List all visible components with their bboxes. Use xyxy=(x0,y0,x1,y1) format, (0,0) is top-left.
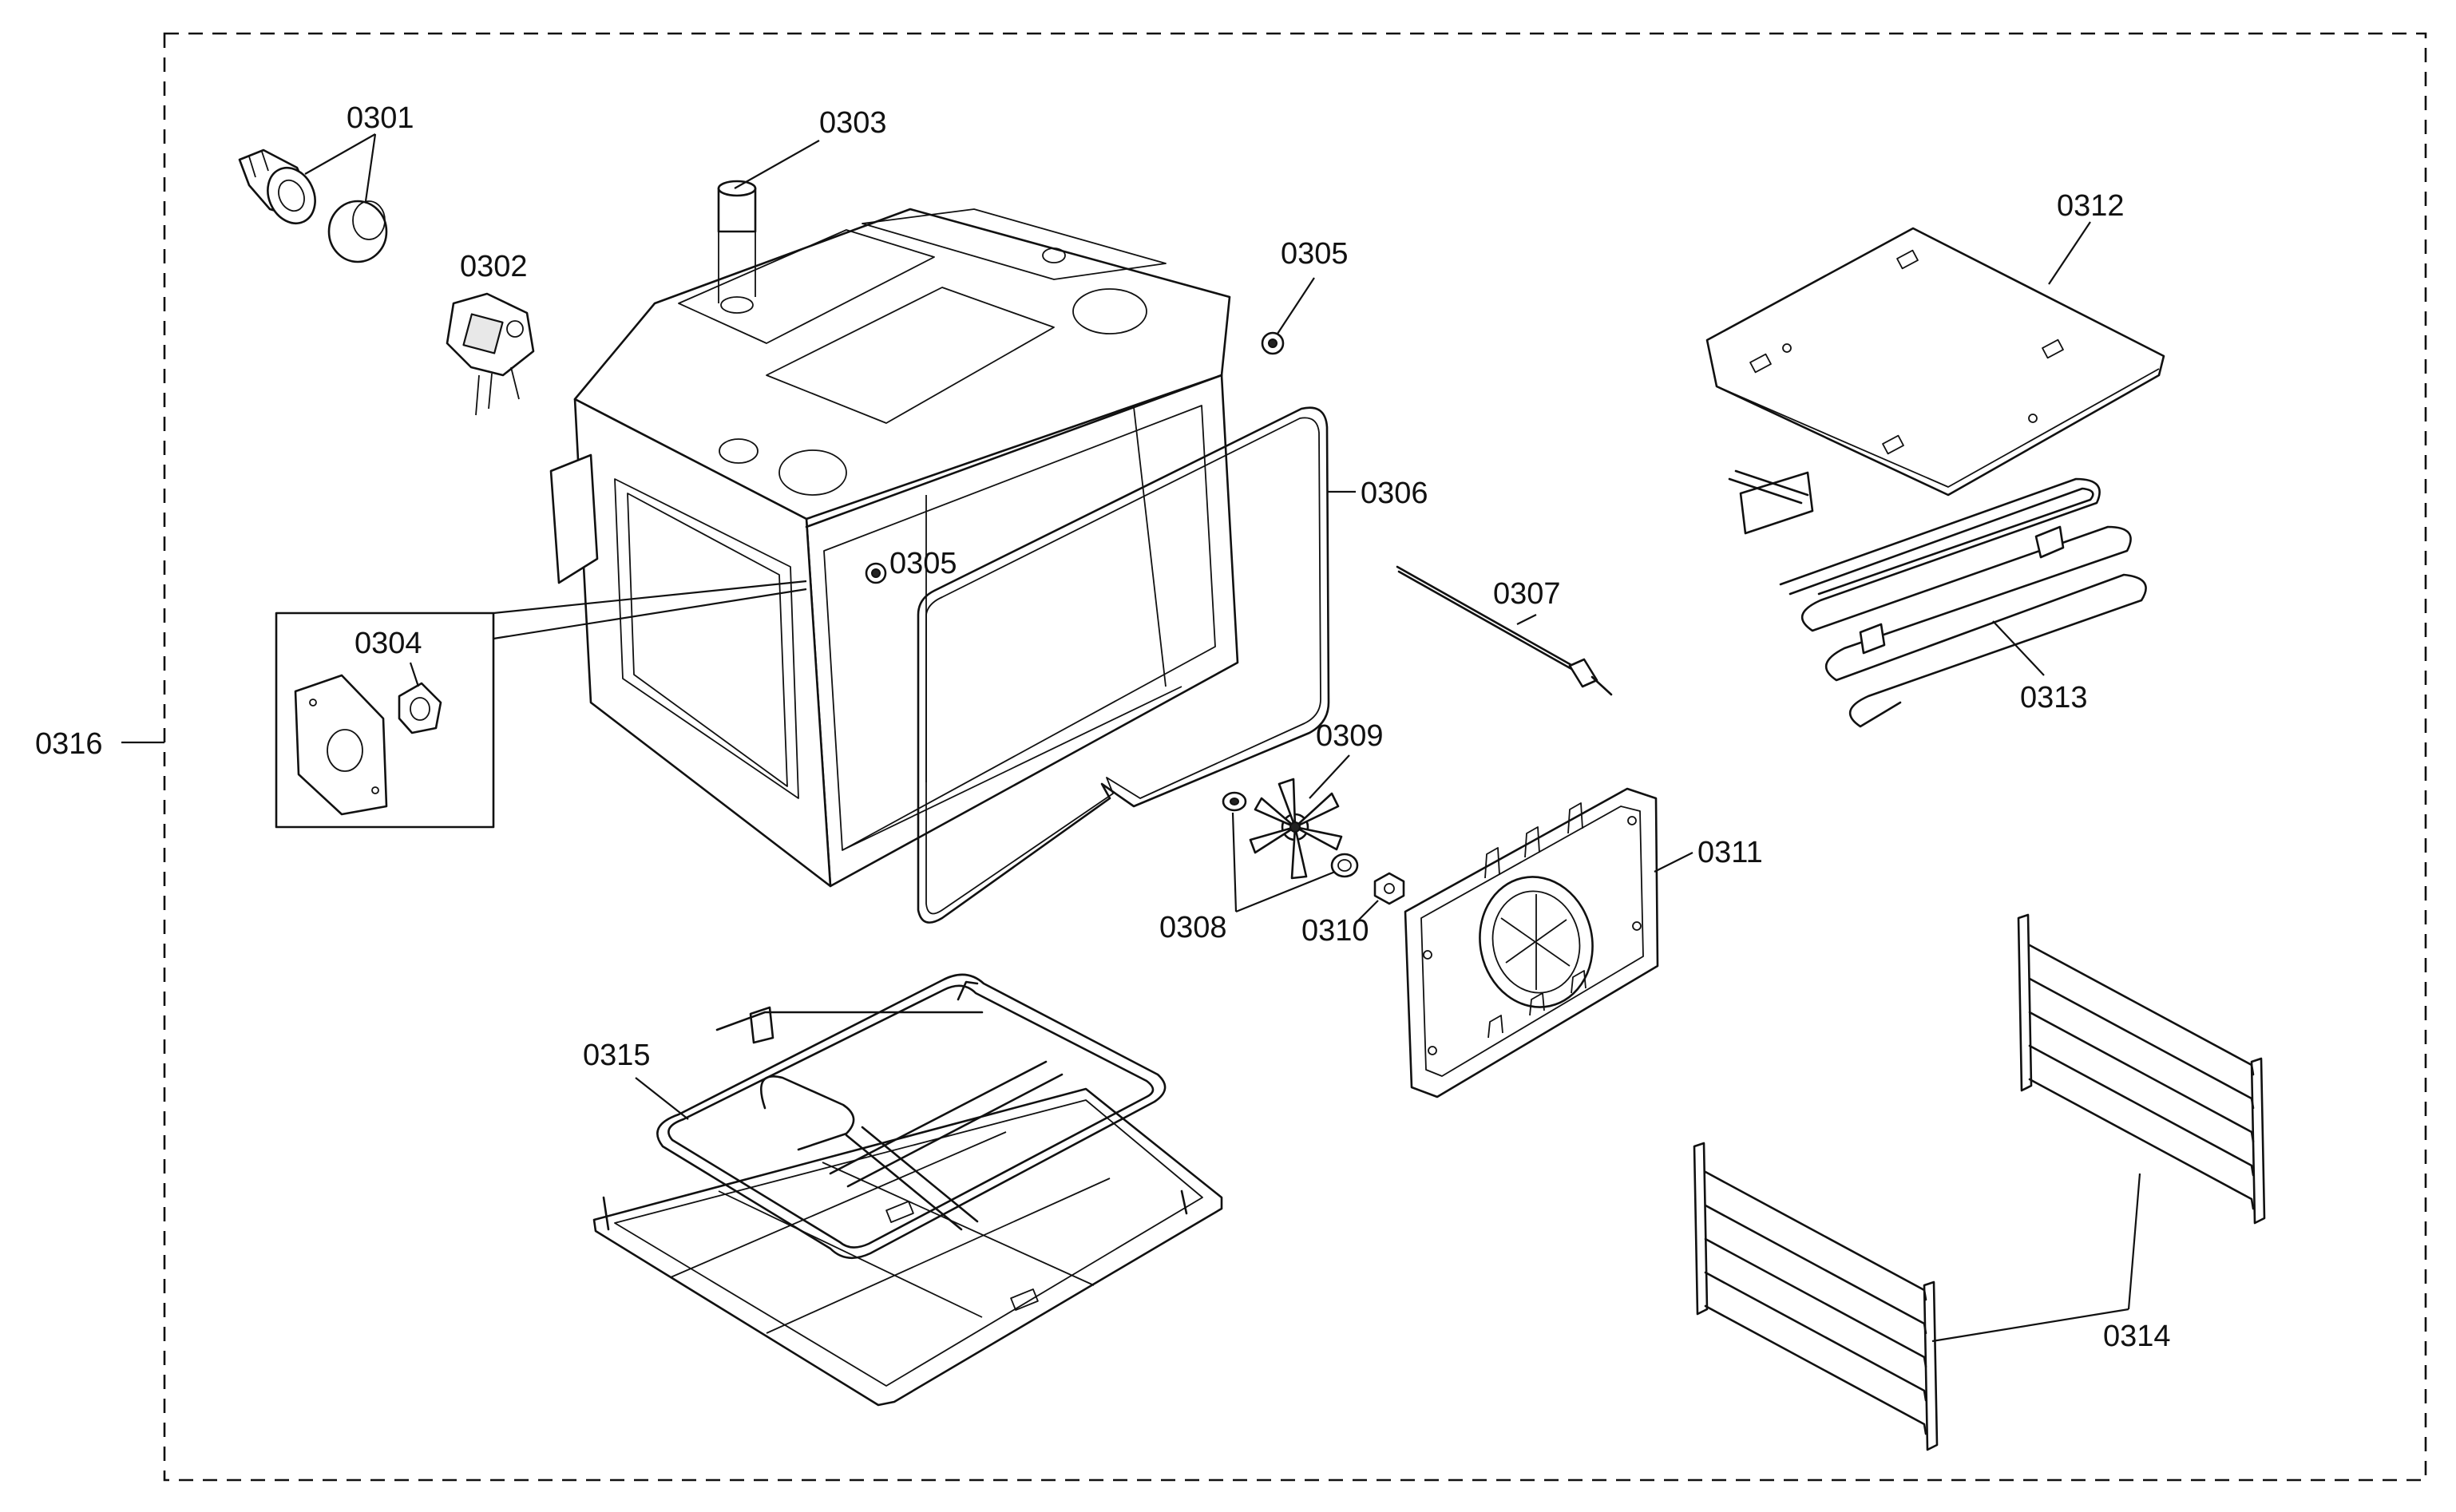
top-plate-0312 xyxy=(1705,227,2165,497)
label-0312: 0312 xyxy=(2057,189,2125,223)
washer-0308-b xyxy=(1330,853,1359,878)
top-heating-element-0313 xyxy=(1728,469,2147,728)
fan-cover-0311 xyxy=(1404,787,1659,1098)
label-0309: 0309 xyxy=(1316,719,1384,753)
label-0302: 0302 xyxy=(460,250,528,283)
label-0306: 0306 xyxy=(1361,477,1428,510)
label-0310: 0310 xyxy=(1301,914,1369,948)
leader-0305a xyxy=(1277,277,1315,334)
leader-0303 xyxy=(734,140,820,189)
leader-0310 xyxy=(1357,900,1379,922)
leader-0315 xyxy=(635,1077,689,1120)
label-0301: 0301 xyxy=(347,101,414,135)
nut-0310 xyxy=(1373,872,1405,905)
label-0305-front: 0305 xyxy=(889,547,957,580)
leader-0311 xyxy=(1654,852,1693,873)
sensor-rod-0307 xyxy=(1396,565,1613,696)
label-0315: 0315 xyxy=(583,1039,651,1072)
leader-0314b xyxy=(1931,1308,2129,1343)
lamp-cover-0301 xyxy=(327,200,388,263)
leader-0301a xyxy=(304,133,376,175)
label-0307: 0307 xyxy=(1493,577,1561,611)
label-0311: 0311 xyxy=(1697,836,1763,869)
label-0313: 0313 xyxy=(2020,681,2088,714)
oven-cavity-0303 xyxy=(549,180,1239,888)
label-0314: 0314 xyxy=(2103,1320,2171,1353)
label-0308: 0308 xyxy=(1159,911,1227,944)
rack-rail-0314-left xyxy=(1693,1142,1939,1451)
leader-0309 xyxy=(1309,754,1350,799)
nut-0305-top xyxy=(1261,331,1285,355)
leader-0313 xyxy=(1992,620,2045,676)
label-0303: 0303 xyxy=(819,106,887,140)
assembly-boundary-dashed xyxy=(163,32,2427,1482)
leader-0307 xyxy=(1516,614,1537,625)
label-0304: 0304 xyxy=(355,627,422,660)
leader-0312 xyxy=(2048,221,2091,285)
leader-0308b xyxy=(1235,870,1336,913)
nut-0305-front xyxy=(865,562,887,584)
door-gasket-0306 xyxy=(917,406,1330,924)
rack-rail-0314-right xyxy=(2017,913,2266,1225)
label-0305-top: 0305 xyxy=(1281,237,1349,271)
inset-box-0304 xyxy=(275,580,807,829)
leader-0314a xyxy=(2127,1173,2141,1310)
label-0316: 0316 xyxy=(35,727,103,761)
bottom-heating-element-0315 xyxy=(656,973,1167,1260)
washer-0308-a xyxy=(1222,791,1247,812)
bottom-plate-0315 xyxy=(592,1087,1223,1407)
leader-0301b xyxy=(364,133,377,202)
lamp-holder-0301 xyxy=(238,148,316,225)
leader-0308a xyxy=(1231,812,1238,912)
switch-0302 xyxy=(446,292,535,416)
fan-blade-0309 xyxy=(1249,778,1343,880)
